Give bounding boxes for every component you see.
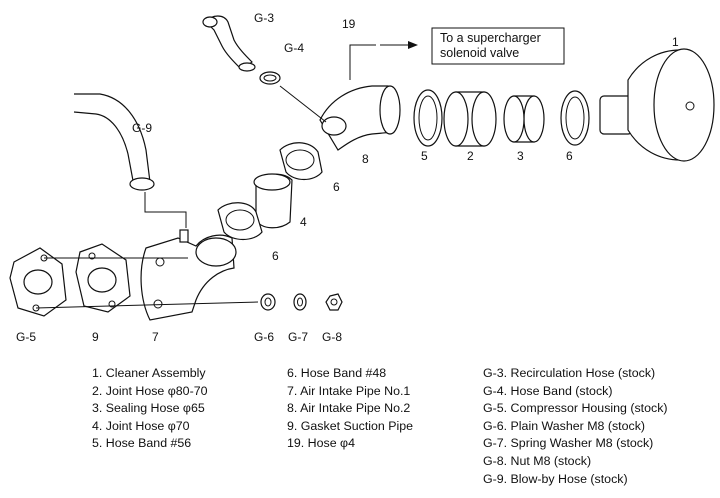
- hose-band-5: [413, 89, 443, 147]
- hose-19: [349, 41, 418, 80]
- blow-by-hose-g9: [73, 93, 155, 191]
- legend-item: G-7. Spring Washer M8 (stock): [483, 436, 654, 451]
- legend-item: 6. Hose Band #48: [287, 366, 387, 380]
- label-g6: G-6: [254, 330, 274, 344]
- label-g5: G-5: [16, 330, 36, 344]
- label-3: 3: [517, 149, 524, 163]
- legend-column-3: G-3. Recirculation Hose (stock) G-4. Hos…: [483, 365, 668, 488]
- joint-hose-4: [253, 173, 293, 229]
- legend-item: 8. Air Intake Pipe No.2: [287, 401, 411, 416]
- joint-hose-2: [443, 91, 497, 147]
- hose-band-6-right: [560, 90, 590, 146]
- legend-item: G-6. Plain Washer M8 (stock): [483, 418, 646, 433]
- label-5: 5: [421, 149, 428, 163]
- legend-item: 2. Joint Hose φ80-70: [92, 383, 208, 398]
- cleaner-assembly-1: [599, 48, 715, 162]
- legend-item: 19. Hose φ4: [287, 436, 355, 451]
- air-intake-pipe-7: [140, 229, 237, 321]
- recirculation-hose-g3: [202, 15, 256, 72]
- label-8: 8: [362, 152, 369, 166]
- label-7: 7: [152, 330, 159, 344]
- callout-box: [431, 27, 565, 65]
- label-1: 1: [672, 35, 679, 49]
- gasket-suction-pipe-9: [75, 243, 131, 313]
- legend-item: G-9. Blow-by Hose (stock): [483, 471, 628, 486]
- spring-washer-g7: [293, 293, 307, 311]
- label-6-middle: 6: [333, 180, 340, 194]
- compressor-housing-g5: [9, 247, 67, 317]
- sealing-hose-3: [503, 95, 545, 143]
- label-g8: G-8: [322, 330, 342, 344]
- legend-item: G-3. Recirculation Hose (stock): [483, 366, 656, 380]
- label-g9: G-9: [132, 121, 152, 135]
- label-g7: G-7: [288, 330, 308, 344]
- callout-line-2: solenoid valve: [440, 46, 519, 60]
- label-6-right: 6: [566, 149, 573, 163]
- label-6-lower: 6: [272, 249, 279, 263]
- legend-item: 5. Hose Band #56: [92, 436, 192, 451]
- label-9: 9: [92, 330, 99, 344]
- label-g4: G-4: [284, 41, 304, 55]
- label-4: 4: [300, 215, 307, 229]
- legend-item: 9. Gasket Suction Pipe: [287, 418, 414, 433]
- air-intake-pipe-8: [319, 85, 401, 151]
- nut-g8: [325, 293, 343, 311]
- exploded-parts-diagram: To a supercharger solenoid valve 1 19 G-…: [9, 11, 715, 344]
- legend-item: 3. Sealing Hose φ65: [92, 401, 205, 416]
- legend-item: G-8. Nut M8 (stock): [483, 453, 592, 468]
- legend-item: G-5. Compressor Housing (stock): [483, 401, 668, 416]
- label-2: 2: [467, 149, 474, 163]
- assembly-guide-lines: [35, 85, 327, 309]
- hose-band-g4: [259, 71, 281, 85]
- legend-column-2: 6. Hose Band #48 7. Air Intake Pipe No.1…: [287, 365, 413, 453]
- legend-item: 4. Joint Hose φ70: [92, 418, 190, 433]
- legend-item: 1. Cleaner Assembly: [92, 366, 206, 380]
- hose-band-6-lower: [217, 202, 263, 241]
- label-19: 19: [342, 17, 356, 31]
- legend-item: G-4. Hose Band (stock): [483, 383, 613, 398]
- plain-washer-g6: [260, 293, 276, 311]
- hose-band-6-middle: [279, 142, 323, 181]
- legend-column-1: 1. Cleaner Assembly 2. Joint Hose φ80-70…: [92, 365, 208, 453]
- callout-line-1: To a supercharger: [440, 31, 541, 45]
- label-g3: G-3: [254, 11, 274, 25]
- legend-item: 7. Air Intake Pipe No.1: [287, 383, 411, 398]
